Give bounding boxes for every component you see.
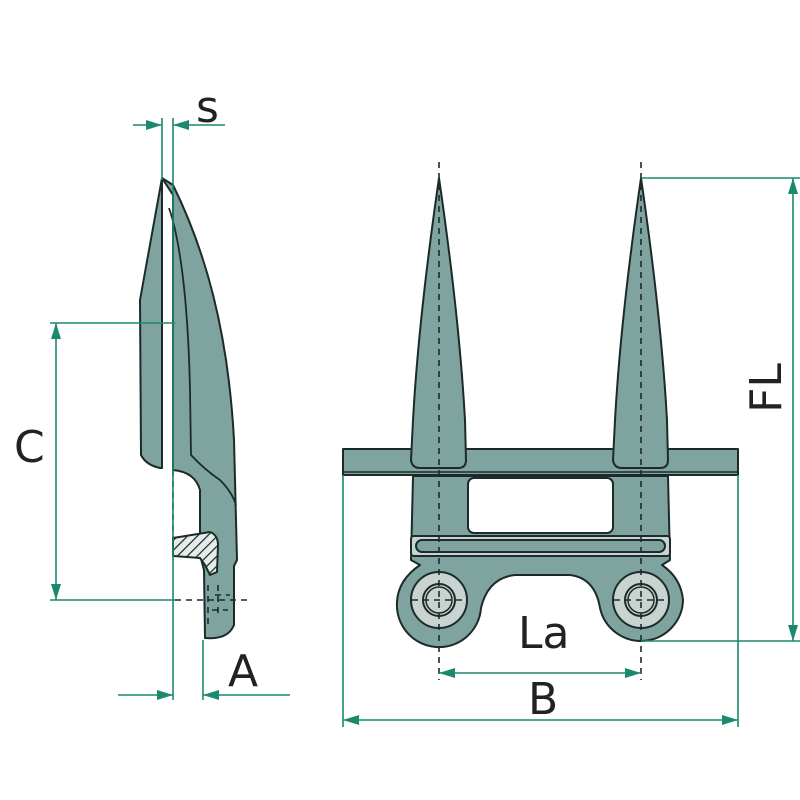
left-tine bbox=[410, 177, 467, 469]
front-slot bbox=[415, 539, 666, 553]
dimension-label-c: C bbox=[14, 422, 45, 473]
front-window bbox=[467, 477, 614, 534]
front-view bbox=[342, 162, 739, 680]
dimension-label-la: La bbox=[518, 608, 570, 659]
side-inner-edge bbox=[168, 207, 237, 506]
side-dimensions bbox=[50, 118, 290, 700]
dimension-label-s: s bbox=[196, 82, 219, 133]
dimension-label-a: A bbox=[228, 646, 259, 697]
front-dimensions bbox=[342, 177, 800, 727]
front-crossbar bbox=[342, 448, 739, 476]
dimension-label-b: B bbox=[528, 674, 559, 725]
side-view bbox=[139, 177, 250, 640]
dimension-label-fl: FL bbox=[740, 363, 792, 413]
side-section-hatch bbox=[172, 530, 220, 577]
right-tine bbox=[612, 177, 669, 469]
side-main-body bbox=[161, 177, 238, 640]
